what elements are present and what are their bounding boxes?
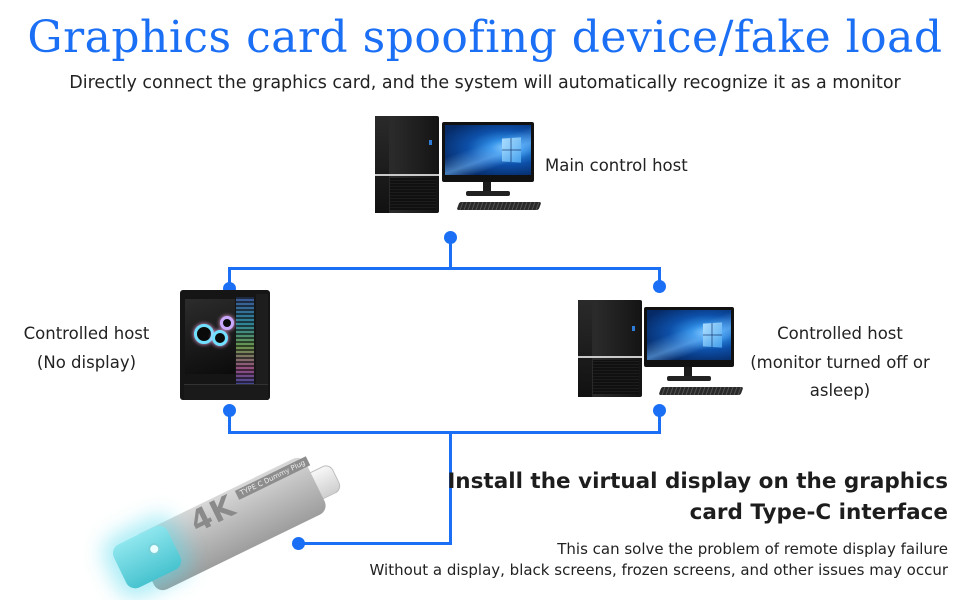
monitor-icon (442, 122, 534, 182)
desktop-tower-icon (375, 116, 439, 213)
type-c-dummy-plug-icon: 4K TYPE C Dummy Plug (95, 445, 345, 595)
left-host-label-title: Controlled host (23, 324, 150, 343)
main-host-label: Main control host (545, 156, 688, 175)
install-heading-line1: Install the virtual display on the graph… (447, 469, 948, 494)
connector-line (449, 237, 452, 269)
connector-line (658, 267, 661, 285)
connector-dot-device (292, 537, 305, 550)
connector-line (228, 267, 661, 270)
desktop-tower-icon (578, 300, 642, 397)
right-host-label-title: Controlled host (777, 324, 903, 343)
connector-line (228, 410, 231, 434)
gaming-pc-case-icon (180, 290, 270, 400)
install-desc-line2: Without a display, black screens, frozen… (369, 561, 948, 579)
left-host-label-note: (No display) (36, 353, 137, 372)
install-desc-line1: This can solve the problem of remote dis… (557, 540, 948, 558)
right-host-label-note: (monitor turned off or asleep) (750, 353, 930, 400)
install-heading-line2: card Type-C interface (689, 500, 948, 525)
keyboard-icon (658, 387, 744, 395)
page-title: Graphics card spoofing device/fake load (27, 12, 943, 63)
connector-line (300, 542, 452, 545)
connector-dot-right-top (653, 280, 666, 293)
page-subtitle: Directly connect the graphics card, and … (69, 73, 901, 93)
monitor-icon (644, 307, 734, 367)
connector-line (228, 431, 661, 434)
connector-line (449, 431, 452, 545)
keyboard-icon (456, 202, 542, 210)
connector-line (658, 410, 661, 434)
connector-line (228, 267, 231, 289)
